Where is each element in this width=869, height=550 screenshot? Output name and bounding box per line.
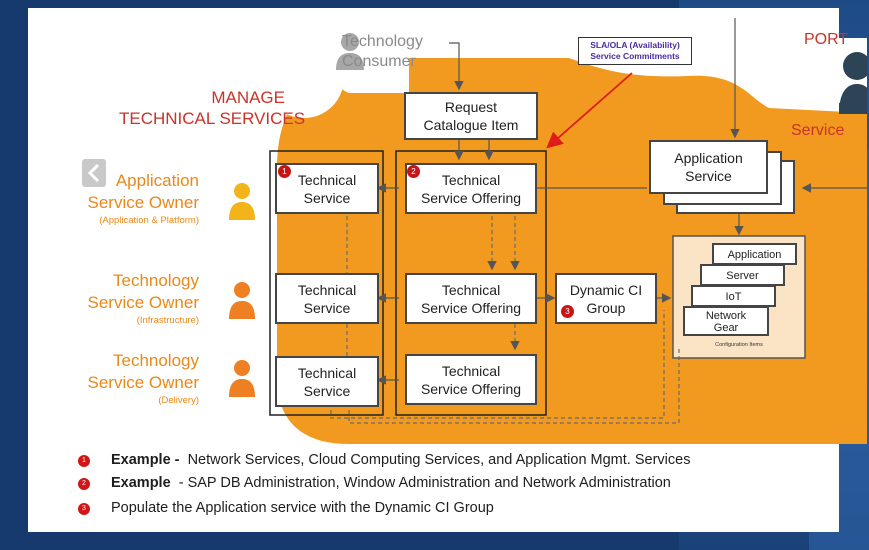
role-subtitle: (Application & Platform) bbox=[99, 215, 199, 226]
badge-2: 2 bbox=[407, 165, 420, 178]
person-icon bbox=[229, 183, 255, 220]
slide-card: Technology Consumer PORT Service SLA/OLA… bbox=[28, 8, 867, 532]
role-title: Technology Service Owner bbox=[87, 271, 199, 312]
request-catalogue-item: Request Catalogue Item bbox=[404, 92, 538, 140]
badge-3: 3 bbox=[561, 305, 574, 318]
technical-service-offering: Technical Service Offering bbox=[405, 354, 537, 405]
role-title: Technology Service Owner bbox=[87, 351, 199, 392]
person-icon bbox=[229, 360, 255, 397]
person-icon bbox=[229, 282, 255, 319]
badge-1: 1 bbox=[278, 165, 291, 178]
legend-badge: 2 bbox=[78, 478, 90, 490]
service-label: Service bbox=[791, 122, 845, 139]
technology-consumer-label: Technology Consumer bbox=[342, 33, 423, 70]
diagram-canvas: Technology Consumer PORT Service SLA/OLA… bbox=[49, 18, 867, 444]
legend-text: - SAP DB Administration, Window Administ… bbox=[178, 475, 671, 491]
manage-technical-services-title: MANAGE TECHNICAL SERVICES bbox=[119, 88, 306, 128]
sla-note: SLA/OLA (Availability) Service Commitmen… bbox=[578, 37, 692, 65]
technical-service-offering: Technical Service Offering bbox=[405, 163, 537, 214]
role-subtitle: (Infrastructure) bbox=[136, 315, 199, 326]
config-item-server: Server bbox=[700, 264, 785, 286]
config-items-caption: Configuration Items bbox=[715, 342, 763, 348]
role-title: Application Service Owner bbox=[87, 171, 199, 212]
technical-service: Technical Service bbox=[275, 356, 379, 407]
legend-badge: 1 bbox=[78, 455, 90, 467]
portfolio-label: PORT bbox=[804, 31, 849, 48]
legend-bold: Example - bbox=[111, 452, 180, 468]
legend-text: Network Services, Cloud Computing Servic… bbox=[187, 452, 691, 468]
application-service: Application Service bbox=[649, 140, 768, 194]
technical-service: Technical Service bbox=[275, 163, 379, 214]
legend-badge: 3 bbox=[78, 503, 90, 515]
config-item-iot: IoT bbox=[691, 285, 776, 307]
back-chevron-icon bbox=[82, 159, 106, 187]
legend-bold: Example bbox=[111, 475, 171, 491]
technical-service: Technical Service bbox=[275, 273, 379, 324]
person-icon bbox=[839, 52, 867, 114]
person-icon bbox=[336, 33, 364, 70]
config-item-network-gear: Network Gear bbox=[683, 306, 769, 336]
technical-service-offering: Technical Service Offering bbox=[405, 273, 537, 324]
legend-text: Populate the Application service with th… bbox=[111, 500, 494, 516]
role-subtitle: (Delivery) bbox=[158, 395, 199, 406]
config-item-application: Application bbox=[712, 243, 797, 265]
